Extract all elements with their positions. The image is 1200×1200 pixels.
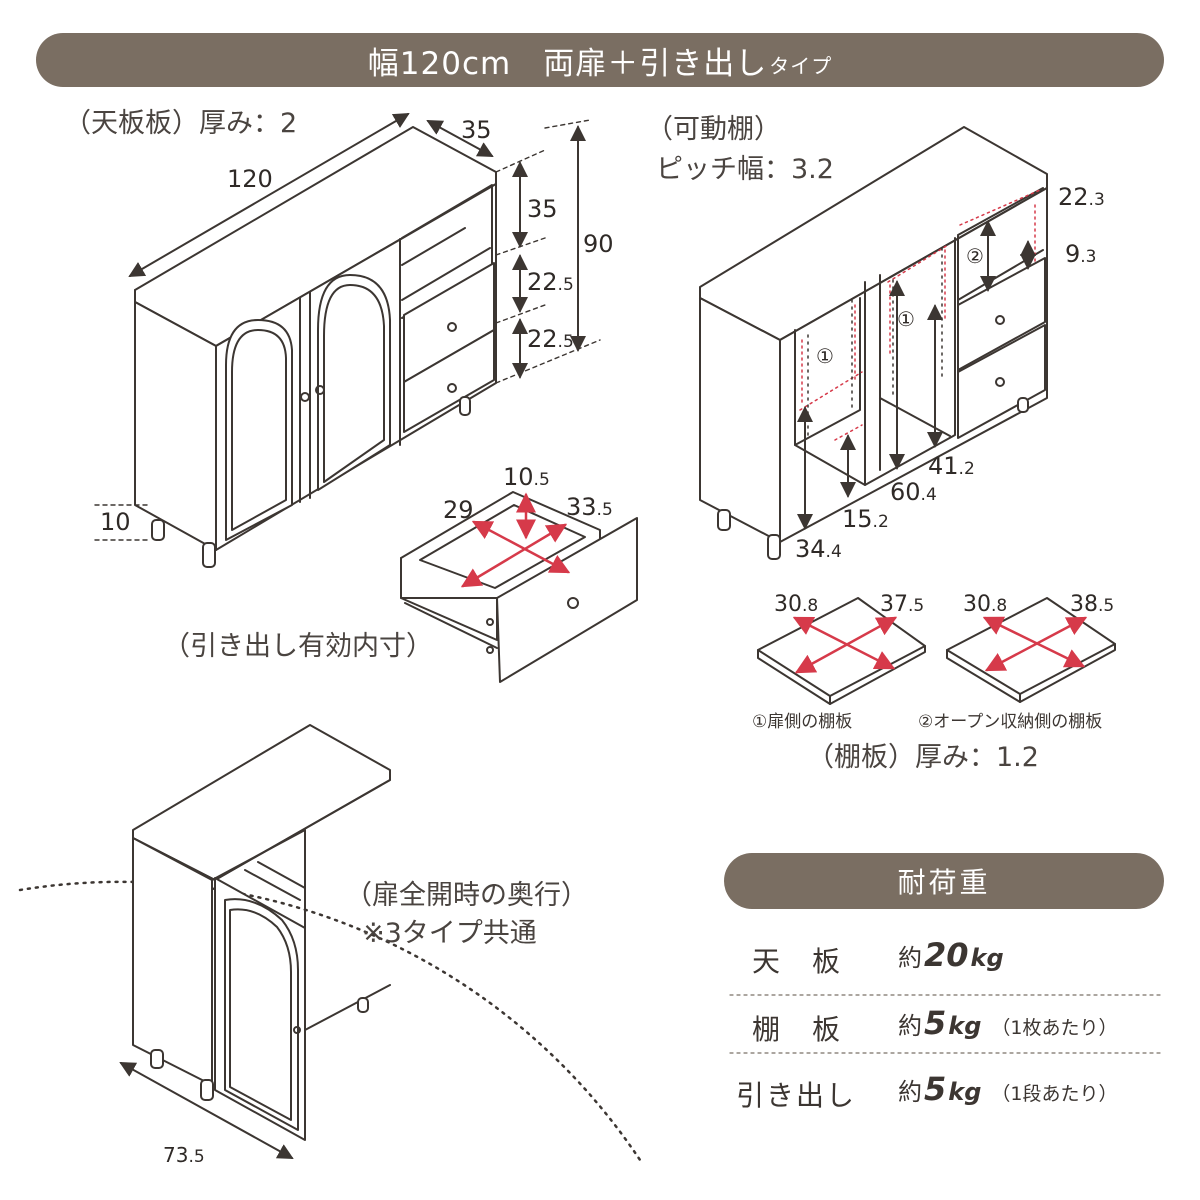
top-gap-dimension: 22.3 bbox=[1058, 183, 1105, 211]
drawer-width-dimension: 29 bbox=[443, 496, 474, 524]
load-row-value-top: 約20kg bbox=[898, 936, 1004, 974]
shelf-marker-1: ① bbox=[816, 344, 834, 368]
movable-shelf-caption: （可動棚） bbox=[646, 114, 781, 145]
small-gap-dimension: 9.3 bbox=[1065, 240, 1097, 268]
shelf-h2-dimension: 60.4 bbox=[890, 478, 937, 506]
shelf2-depth: 38.5 bbox=[1070, 592, 1115, 617]
top-board-caption: （天板板）厚み：2 bbox=[64, 108, 298, 139]
title-text: 幅120cm 両扉＋引き出し bbox=[367, 45, 768, 82]
open-section-dimension: 35 bbox=[527, 195, 558, 223]
open-depth-dimension: 73.5 bbox=[163, 1143, 205, 1167]
title-suffix: タイプ bbox=[769, 53, 833, 78]
shelf2-label: ②オープン収納側の棚板 bbox=[918, 712, 1103, 732]
load-capacity-title: 耐荷重 bbox=[897, 866, 991, 899]
width-dimension: 120 bbox=[227, 165, 273, 193]
drawer2-dimension: 22.5 bbox=[527, 325, 574, 353]
load-row-value-drawer: 約5kg（1段あたり） bbox=[898, 1070, 1118, 1108]
door-depth-caption: （扉全開時の奥行） bbox=[345, 880, 588, 911]
shelf-marker-2: ② bbox=[966, 244, 984, 268]
shelf2-width: 30.8 bbox=[963, 592, 1008, 617]
shelf-h4-dimension: 34.4 bbox=[795, 535, 842, 563]
drawer-height-dimension: 10.5 bbox=[503, 463, 550, 491]
drawer1-dimension: 22.5 bbox=[527, 268, 574, 296]
cabinet-interior-view bbox=[699, 126, 1048, 560]
drawer-inner-caption: （引き出し有効内寸） bbox=[163, 631, 433, 662]
load-capacity-banner: 耐荷重 bbox=[724, 853, 1164, 909]
shelf1-label: ①扉側の棚板 bbox=[752, 712, 853, 732]
shelf-marker-1b: ① bbox=[897, 307, 915, 331]
load-row-value-shelf: 約5kg（1枚あたり） bbox=[898, 1004, 1118, 1042]
common-note-caption: ※3タイプ共通 bbox=[362, 918, 537, 949]
pitch-caption: ピッチ幅：3.2 bbox=[656, 154, 834, 185]
shelf-board-caption: （棚板）厚み：1.2 bbox=[807, 742, 1039, 773]
load-row-label-shelf: 棚 板 bbox=[752, 1013, 843, 1046]
title-banner: 幅120cm 両扉＋引き出し タイプ bbox=[36, 33, 1164, 87]
depth-dimension: 35 bbox=[461, 116, 492, 144]
height-dimension: 90 bbox=[583, 230, 614, 258]
shelf1-depth: 37.5 bbox=[880, 592, 925, 617]
drawer-depth-dimension: 33.5 bbox=[566, 493, 613, 521]
shelf1-width: 30.8 bbox=[774, 592, 819, 617]
load-table-separators bbox=[729, 994, 1161, 1054]
leg-dimension: 10 bbox=[100, 508, 131, 536]
load-row-label-top: 天 板 bbox=[752, 945, 843, 978]
load-row-label-drawer: 引き出し bbox=[736, 1079, 857, 1112]
shelf-h3-dimension: 15.2 bbox=[842, 505, 889, 533]
door-open-detail bbox=[18, 724, 642, 1162]
cabinet-door-view bbox=[94, 112, 601, 568]
drawer-view bbox=[400, 491, 638, 683]
shelf-h1-dimension: 41.2 bbox=[928, 452, 975, 480]
shelf-boards bbox=[757, 597, 1116, 705]
